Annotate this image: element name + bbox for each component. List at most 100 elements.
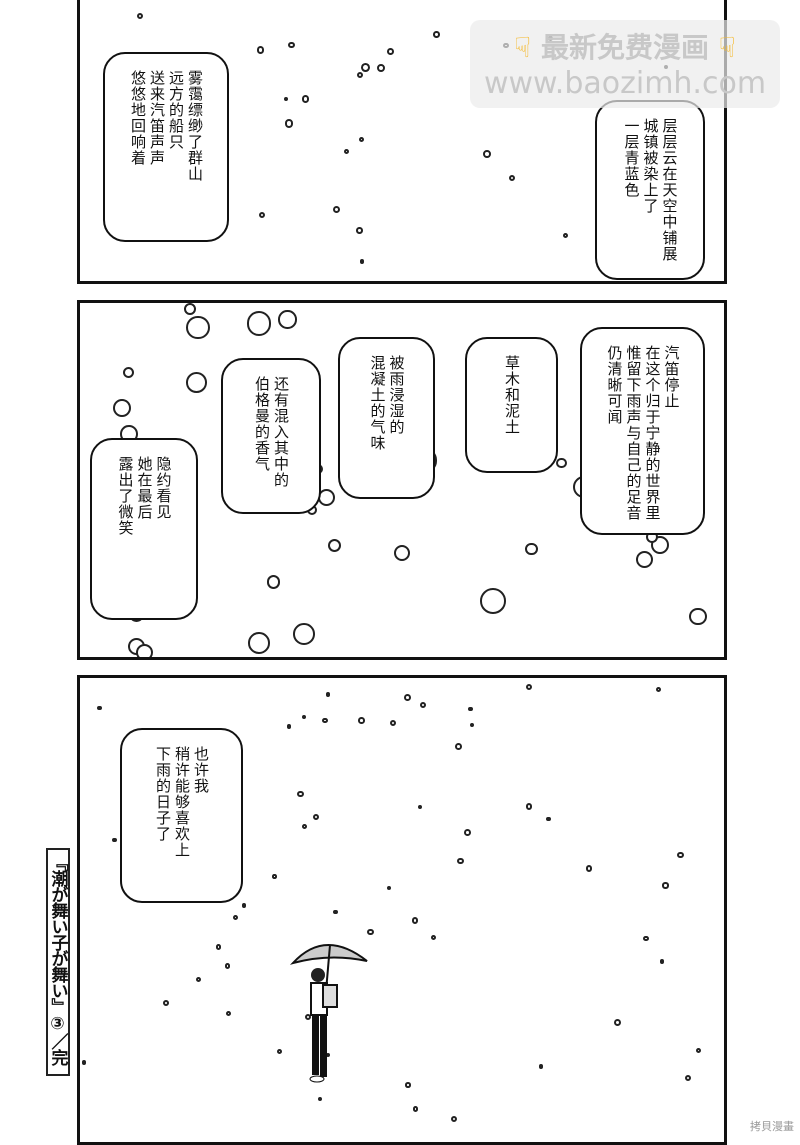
- raindrop-dot: [412, 917, 419, 924]
- raindrop-dot: [643, 936, 649, 942]
- text-line: 露出了微笑: [116, 456, 135, 536]
- raindrop-dot: [195, 976, 201, 982]
- raindrop-dot: [186, 371, 208, 393]
- raindrop-dot: [266, 574, 281, 589]
- panel-3: 也许我稍许能够喜欢上下雨的日子了: [77, 675, 727, 1145]
- raindrop-dot: [467, 706, 473, 712]
- raindrop-dot: [556, 458, 567, 469]
- raindrop-dot: [412, 1106, 419, 1112]
- text-line: 下雨的日子了: [154, 746, 172, 842]
- raindrop-dot: [186, 315, 210, 340]
- text-line: 隐约看见: [154, 456, 173, 520]
- text-line: 雾霭缥缈了群山: [186, 70, 204, 182]
- raindrop-dot: [359, 137, 365, 143]
- raindrop-dot: [322, 717, 328, 724]
- raindrop-dot: [81, 1060, 87, 1065]
- raindrop-dot: [546, 816, 551, 822]
- raindrop-dot: [97, 705, 103, 711]
- speech-bubble: 汽笛停止在这个归于宁静的世界里惟留下雨声与自己的足音仍清晰可闻: [580, 327, 705, 535]
- pointing-hand-icon: ☟: [718, 31, 736, 64]
- raindrop-dot: [659, 959, 665, 964]
- raindrop-dot: [123, 367, 135, 379]
- raindrop-dot: [433, 31, 440, 38]
- raindrop-dot: [404, 693, 411, 701]
- text-line: 伯格曼的香气: [253, 376, 271, 472]
- raindrop-dot: [232, 914, 238, 920]
- raindrop-dot: [286, 724, 292, 729]
- raindrop-dot: [292, 623, 315, 645]
- raindrop-dot: [241, 903, 246, 908]
- raindrop-dot: [112, 837, 117, 843]
- raindrop-dot: [386, 47, 394, 55]
- raindrop-dot: [302, 823, 307, 829]
- text-line: 还有混入其中的: [272, 376, 290, 488]
- raindrop-dot: [356, 227, 363, 234]
- raindrop-dot: [483, 150, 492, 159]
- raindrop-dot: [278, 310, 297, 329]
- raindrop-dot: [508, 175, 516, 182]
- text-line: 也许我: [192, 746, 210, 794]
- raindrop-dot: [224, 963, 231, 969]
- raindrop-dot: [418, 804, 423, 809]
- raindrop-dot: [389, 720, 396, 727]
- raindrop-dot: [525, 543, 538, 556]
- raindrop-dot: [420, 701, 427, 708]
- watermark-line1: 最新免费漫画: [540, 31, 709, 64]
- raindrop-dot: [325, 692, 331, 698]
- raindrop-dot: [470, 723, 475, 728]
- raindrop-dot: [183, 303, 196, 316]
- text-line: 层层云在天空中铺展: [660, 118, 679, 262]
- text-line: 她在最后: [135, 456, 154, 520]
- text-line: 悠悠地回响着: [129, 70, 147, 166]
- raindrop-dot: [313, 813, 320, 820]
- raindrop-dot: [457, 857, 465, 865]
- pointing-hand-icon: ☟: [514, 31, 532, 64]
- raindrop-dot: [585, 865, 593, 872]
- speech-bubble: 也许我稍许能够喜欢上下雨的日子了: [120, 728, 243, 903]
- raindrop-dot: [248, 632, 270, 654]
- raindrop-dot: [655, 686, 662, 693]
- raindrop-dot: [246, 311, 271, 336]
- raindrop-dot: [538, 1064, 544, 1069]
- raindrop-dot: [562, 232, 569, 238]
- girl-with-umbrella-illustration: [289, 944, 368, 1083]
- credit-watermark: 拷貝漫畫: [750, 1120, 794, 1133]
- raindrop-dot: [662, 882, 669, 889]
- text-line: 一层青蓝色: [622, 118, 641, 198]
- raindrop-dot: [450, 1115, 457, 1123]
- speech-bubble: 还有混入其中的伯格曼的香气: [221, 358, 321, 514]
- raindrop-dot: [301, 94, 310, 103]
- text-line: 被雨浸湿的: [387, 355, 406, 435]
- text-line: 送来汽笛声声: [148, 70, 166, 166]
- raindrop-dot: [297, 790, 304, 798]
- raindrop-dot: [163, 999, 169, 1006]
- raindrop-dot: [359, 258, 365, 264]
- raindrop-dot: [136, 643, 154, 657]
- raindrop-dot: [215, 944, 222, 950]
- raindrop-dot: [405, 1082, 411, 1088]
- raindrop-dot: [344, 149, 350, 155]
- raindrop-dot: [288, 41, 295, 49]
- raindrop-dot: [356, 71, 364, 78]
- speech-bubble-left: 雾霭缥缈了群山 远方的船只 送来汽笛声声 悠悠地回响着: [103, 52, 229, 242]
- raindrop-dot: [318, 1096, 323, 1102]
- raindrop-dot: [305, 1013, 312, 1020]
- bubble-text: 层层云在天空中铺展 城镇被染上了 一层青蓝色: [622, 118, 679, 262]
- raindrop-dot: [367, 929, 374, 936]
- text-line: 远方的船只: [167, 70, 185, 150]
- raindrop-dot: [283, 96, 288, 101]
- raindrop-dot: [256, 46, 265, 54]
- raindrop-dot: [695, 1047, 701, 1053]
- text-line: 混凝土的气味: [368, 355, 387, 451]
- text-line: 城镇被染上了: [641, 118, 660, 214]
- raindrop-dot: [376, 63, 385, 73]
- text-line: 在这个归于宁静的世界里: [643, 345, 662, 521]
- raindrop-dot: [525, 684, 532, 691]
- raindrop-dot: [136, 12, 144, 20]
- chapter-end-title: 『潮が舞い子が舞い』③／完: [46, 848, 70, 1076]
- speech-bubble: 被雨浸湿的混凝土的气味: [338, 337, 435, 499]
- raindrop-dot: [386, 886, 391, 891]
- raindrop-dot: [259, 211, 266, 218]
- text-line: 仍清晰可闻: [605, 345, 624, 425]
- raindrop-dot: [226, 1010, 232, 1016]
